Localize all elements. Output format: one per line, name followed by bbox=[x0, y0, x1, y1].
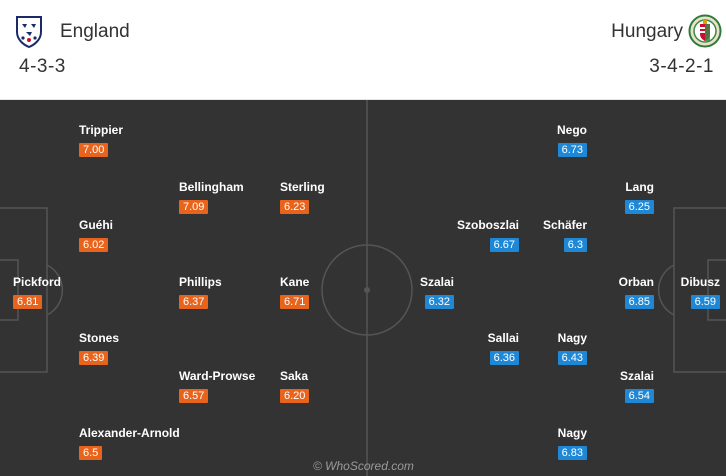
hungary-crest-icon bbox=[688, 14, 722, 53]
player-rating-badge: 6.3 bbox=[563, 238, 587, 252]
player-guehi[interactable]: Guéhi 6.02 bbox=[79, 218, 113, 252]
player-sallai[interactable]: Sallai 6.36 bbox=[488, 331, 519, 365]
player-szalai-defender[interactable]: Szalai 6.54 bbox=[620, 369, 654, 403]
player-rating-badge: 6.43 bbox=[557, 351, 587, 365]
player-rating-badge: 6.32 bbox=[424, 295, 454, 309]
player-rating-badge: 7.09 bbox=[179, 200, 209, 214]
player-name: Trippier bbox=[79, 123, 124, 137]
player-rating-badge: 6.39 bbox=[79, 351, 109, 365]
player-rating-badge: 6.25 bbox=[624, 200, 654, 214]
player-nagy-midfield[interactable]: Nagy 6.43 bbox=[557, 331, 587, 365]
player-name: Kane bbox=[280, 275, 310, 289]
player-dibusz[interactable]: Dibusz 6.59 bbox=[681, 275, 720, 309]
player-rating-badge: 6.59 bbox=[690, 295, 720, 309]
player-rating-badge: 6.23 bbox=[280, 200, 310, 214]
player-rating-badge: 6.83 bbox=[557, 446, 587, 460]
player-rating-badge: 7.00 bbox=[79, 143, 109, 157]
player-pickford[interactable]: Pickford 6.81 bbox=[13, 275, 61, 309]
player-name: Dibusz bbox=[680, 275, 720, 289]
player-bellingham[interactable]: Bellingham 7.09 bbox=[179, 180, 244, 214]
player-name: Szalai bbox=[419, 275, 454, 289]
player-name: Nagy bbox=[557, 426, 587, 440]
player-kane[interactable]: Kane 6.71 bbox=[280, 275, 310, 309]
player-nego[interactable]: Nego 6.73 bbox=[557, 123, 587, 157]
player-name: Pickford bbox=[13, 275, 62, 289]
player-name: Orban bbox=[618, 275, 654, 289]
player-rating-badge: 6.73 bbox=[557, 143, 587, 157]
home-team-name[interactable]: England bbox=[60, 21, 130, 42]
player-name: Szoboszlai bbox=[456, 218, 519, 232]
player-schafer[interactable]: Schäfer 6.3 bbox=[543, 218, 587, 252]
player-rating-badge: 6.54 bbox=[624, 389, 654, 403]
match-header: England 4-3-3 Hungary 3-4-2-1 bbox=[0, 0, 726, 100]
away-team-name[interactable]: Hungary bbox=[611, 21, 683, 42]
player-name: Alexander-Arnold bbox=[79, 426, 180, 440]
pitch: Trippier 7.00 Bellingham 7.09 Sterling 6… bbox=[0, 100, 726, 476]
away-formation: 3-4-2-1 bbox=[649, 56, 714, 77]
england-crest-icon bbox=[14, 14, 44, 53]
player-name: Nagy bbox=[557, 331, 587, 345]
player-name: Ward-Prowse bbox=[179, 369, 256, 383]
player-trippier[interactable]: Trippier 7.00 bbox=[79, 123, 123, 157]
player-name: Schäfer bbox=[542, 218, 587, 232]
player-name: Saka bbox=[280, 369, 309, 383]
player-rating-badge: 6.36 bbox=[489, 351, 519, 365]
player-phillips[interactable]: Phillips 6.37 bbox=[179, 275, 222, 309]
player-lang[interactable]: Lang 6.25 bbox=[624, 180, 654, 214]
player-sterling[interactable]: Sterling 6.23 bbox=[280, 180, 325, 214]
player-rating-badge: 6.85 bbox=[624, 295, 654, 309]
player-stones[interactable]: Stones 6.39 bbox=[79, 331, 119, 365]
player-rating-badge: 6.5 bbox=[79, 446, 103, 460]
player-name: Sterling bbox=[280, 180, 325, 194]
player-orban[interactable]: Orban 6.85 bbox=[619, 275, 654, 309]
player-rating-badge: 6.20 bbox=[280, 389, 310, 403]
player-szoboszlai[interactable]: Szoboszlai 6.67 bbox=[457, 218, 519, 252]
player-name: Lang bbox=[625, 180, 654, 194]
player-name: Nego bbox=[557, 123, 587, 137]
player-rating-badge: 6.02 bbox=[79, 238, 109, 252]
player-name: Stones bbox=[79, 331, 120, 345]
whoscored-watermark: © WhoScored.com bbox=[313, 459, 414, 473]
player-name: Guéhi bbox=[79, 218, 114, 232]
player-szalai-forward[interactable]: Szalai 6.32 bbox=[420, 275, 454, 309]
pitch-markings bbox=[0, 100, 726, 476]
player-nagy-wingback[interactable]: Nagy 6.83 bbox=[557, 426, 587, 460]
home-formation: 4-3-3 bbox=[19, 56, 66, 77]
player-rating-badge: 6.81 bbox=[13, 295, 43, 309]
player-rating-badge: 6.71 bbox=[280, 295, 310, 309]
player-alexander-arnold[interactable]: Alexander-Arnold 6.5 bbox=[79, 426, 180, 460]
player-name: Szalai bbox=[619, 369, 654, 383]
player-rating-badge: 6.57 bbox=[179, 389, 209, 403]
player-name: Phillips bbox=[179, 275, 222, 289]
player-ward-prowse[interactable]: Ward-Prowse 6.57 bbox=[179, 369, 255, 403]
player-rating-badge: 6.37 bbox=[179, 295, 209, 309]
player-saka[interactable]: Saka 6.20 bbox=[280, 369, 310, 403]
player-name: Bellingham bbox=[179, 180, 244, 194]
player-rating-badge: 6.67 bbox=[489, 238, 519, 252]
player-name: Sallai bbox=[487, 331, 519, 345]
